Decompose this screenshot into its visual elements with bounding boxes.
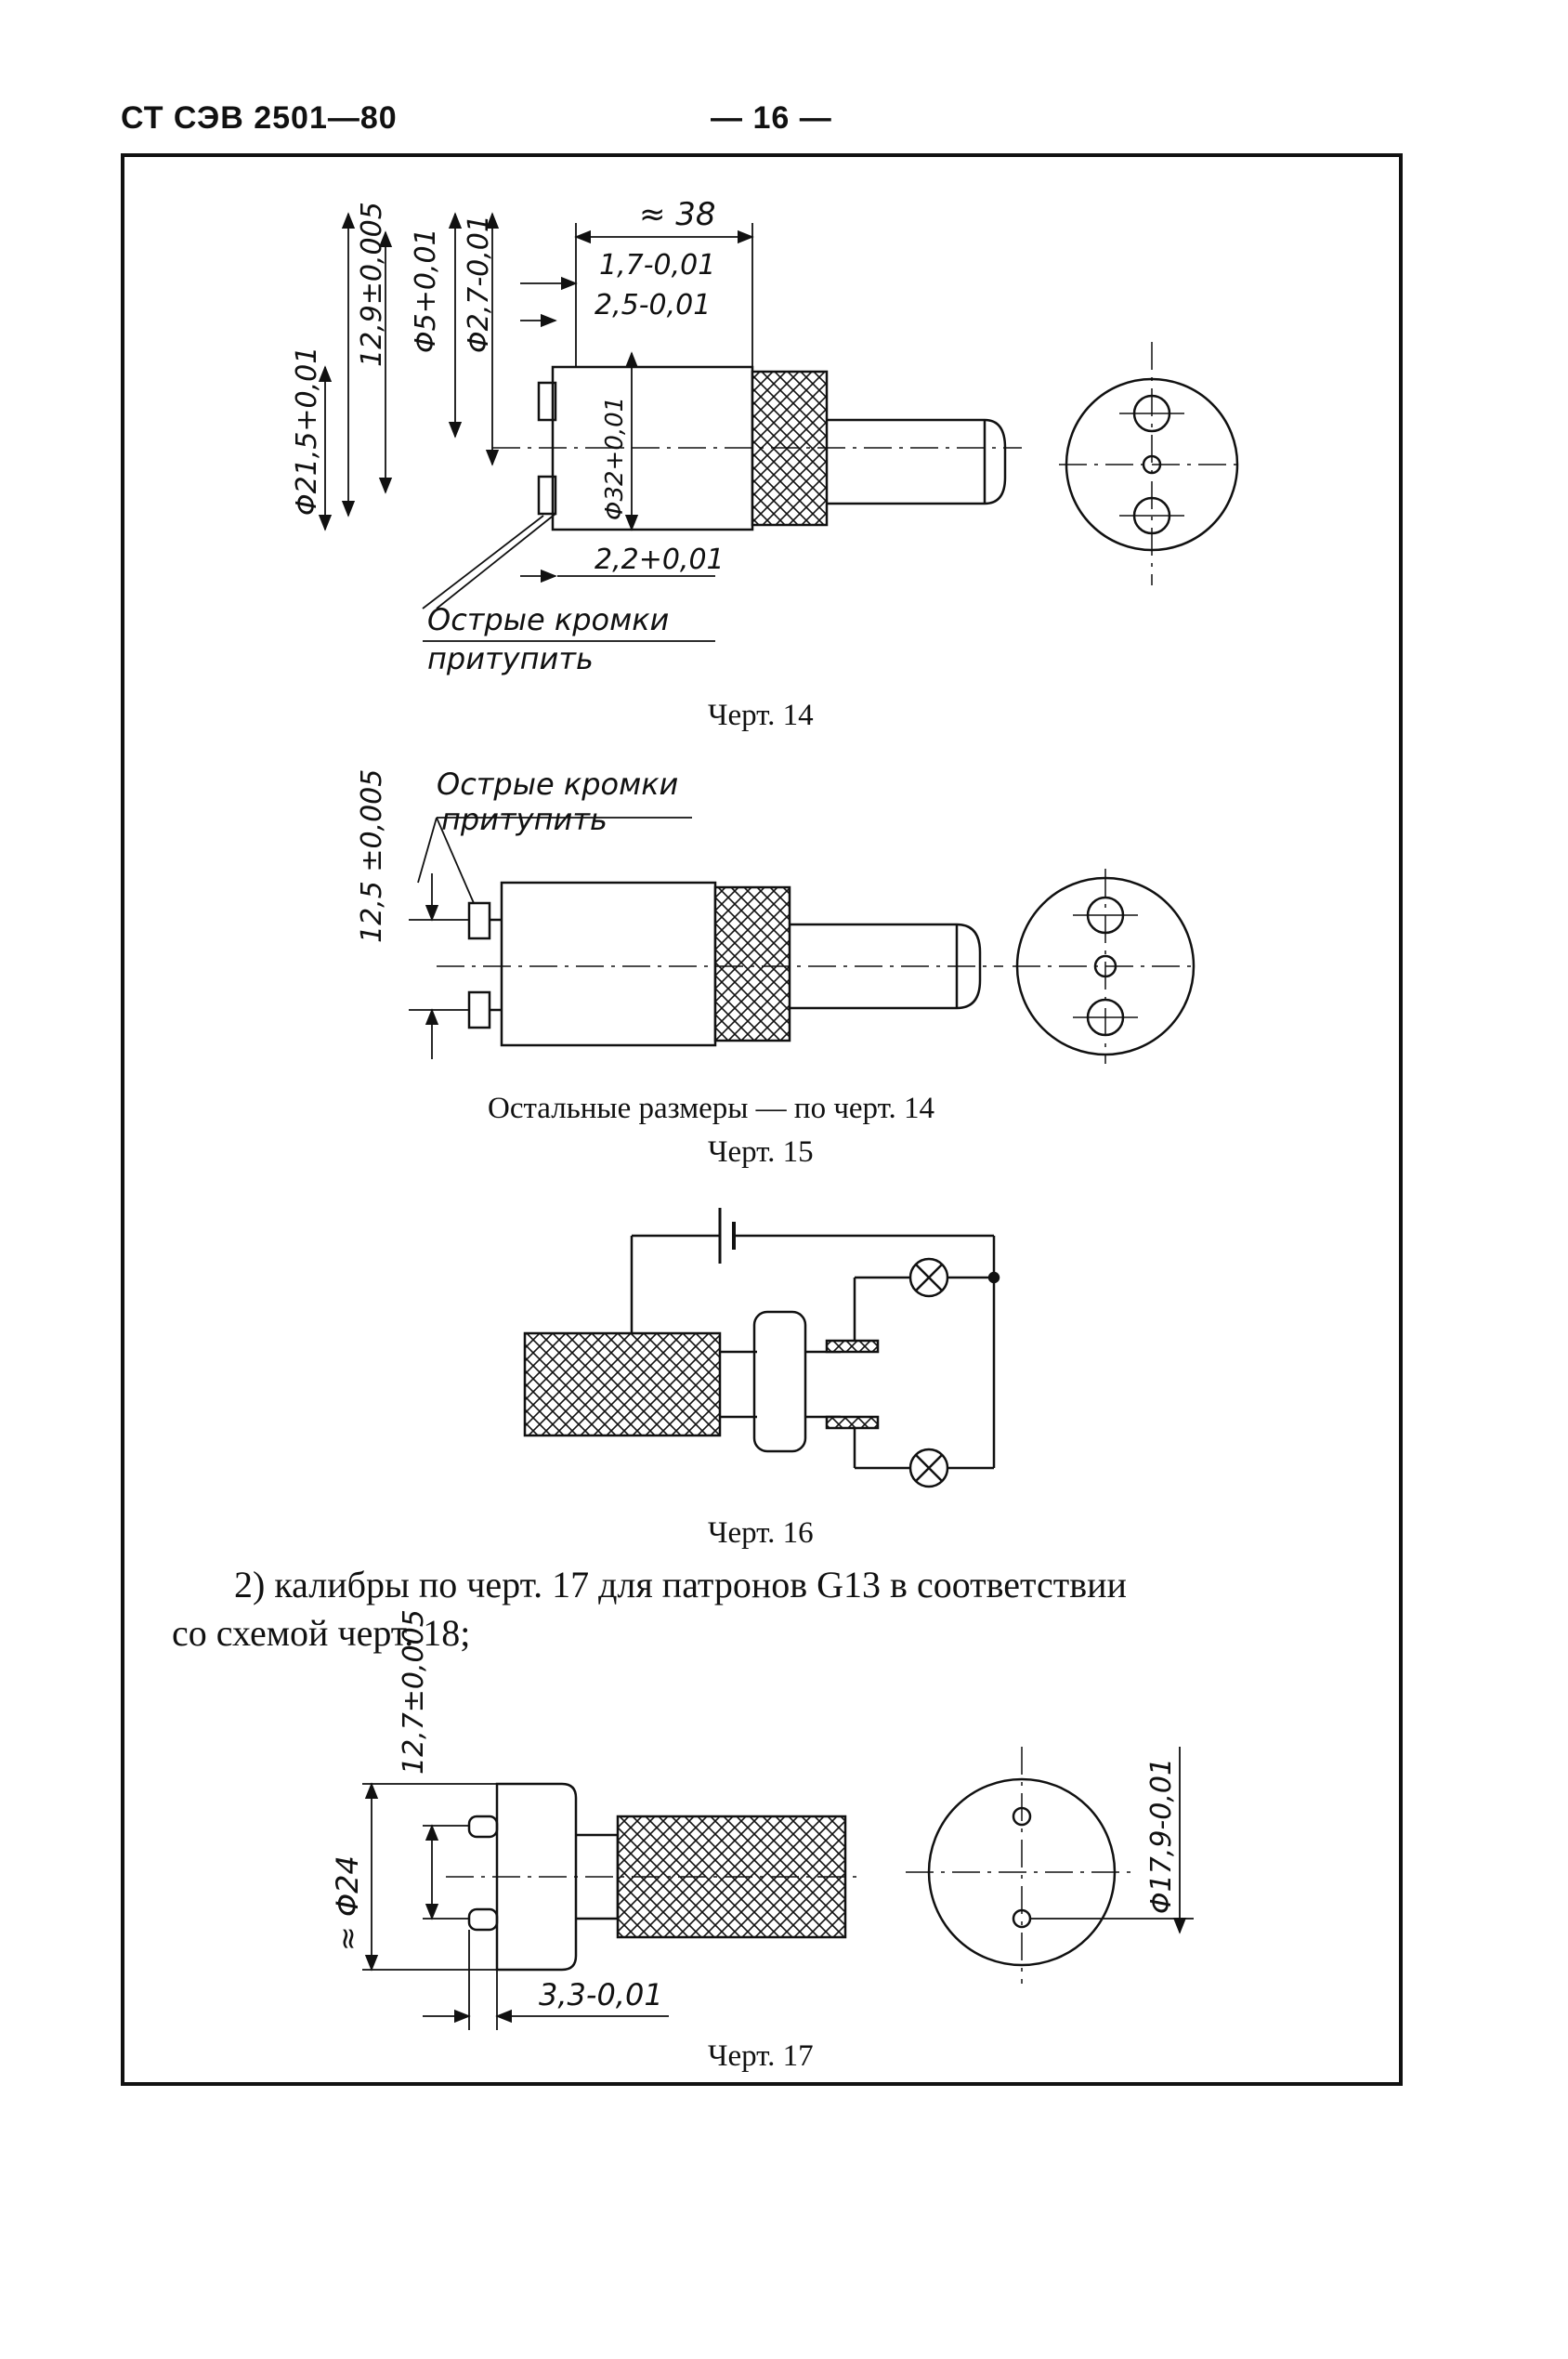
- paragraph-line2: со схемой черт. 18;: [172, 1612, 471, 1654]
- figure-14-drawing: [318, 212, 1245, 642]
- page-number: — 16 —: [711, 100, 832, 136]
- fig14-dim-d2: Φ5+0,01: [410, 228, 442, 353]
- fig14-dim-a: 1,7-0,01: [599, 249, 715, 282]
- fig17-caption: Черт. 17: [708, 2039, 814, 2073]
- fig14-note-line2: притупить: [427, 641, 594, 676]
- fig14-caption: Черт. 14: [708, 699, 814, 732]
- content-frame: [121, 153, 1403, 2086]
- fig14-dim-c: 2,2+0,01: [595, 544, 725, 576]
- paragraph-line1: 2) калибры по черт. 17 для патронов G13 …: [234, 1564, 1127, 1605]
- fig14-dim-d3: Φ2,7-0,01: [463, 215, 495, 353]
- fig14-dim-b: 2,5-0,01: [595, 289, 711, 321]
- figure-15-drawing: [409, 817, 1198, 1064]
- fig14-note-line1: Острые кромки: [427, 602, 669, 637]
- fig15-remark: Остальные размеры — по черт. 14: [488, 1092, 935, 1125]
- fig17-dim-d2: ≈ Φ24: [330, 1855, 365, 1951]
- fig14-dim-d1: 12,9±0,005: [356, 202, 388, 367]
- fig17-dim-d1: 12,7±0,005: [398, 1609, 430, 1775]
- fig17-dim-d3: 3,3-0,01: [539, 1977, 663, 2012]
- fig15-note-line1: Острые кромки: [437, 767, 678, 802]
- figure-17-drawing: [362, 1747, 1194, 2030]
- standard-number: СТ СЭВ 2501—80: [121, 100, 398, 136]
- figure-16-circuit: [523, 1208, 1000, 1488]
- fig14-dim-length: ≈ 38: [639, 196, 716, 233]
- fig15-note-line2: притупить: [441, 802, 608, 837]
- fig16-caption: Черт. 16: [708, 1516, 814, 1550]
- fig17-dim-d4: Φ17,9-0,01: [1145, 1758, 1178, 1914]
- fig14-dim-d5: Φ32+0,01: [601, 397, 629, 520]
- fig15-dim: 12,5 ±0,005: [356, 769, 388, 943]
- fig14-dim-d4: Φ21,5+0,01: [291, 347, 323, 516]
- fig15-caption: Черт. 15: [708, 1135, 814, 1169]
